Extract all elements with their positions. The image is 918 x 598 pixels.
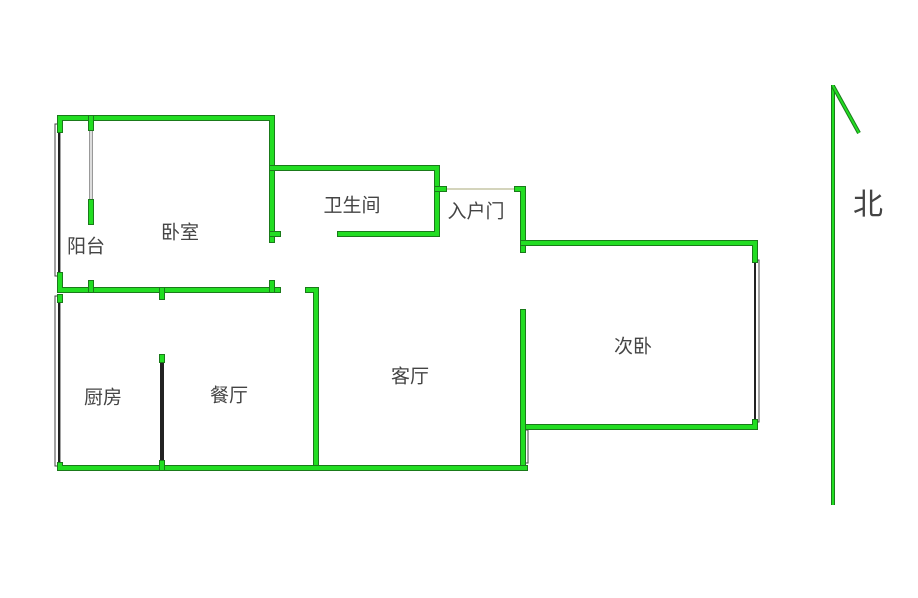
room-label-entrance: 入户门 xyxy=(447,201,504,223)
north-label: 北 xyxy=(853,188,883,223)
room-label-kitchen: 厨房 xyxy=(84,387,122,409)
wall-segment xyxy=(270,166,439,236)
wall-segment xyxy=(58,116,274,242)
room-label-dining-room: 餐厅 xyxy=(210,385,248,407)
room-label-living-room: 客厅 xyxy=(391,366,429,388)
room-label-bedroom: 卧室 xyxy=(161,222,199,244)
wall-segment xyxy=(58,463,527,470)
wall-segment xyxy=(306,288,318,470)
wall-segment xyxy=(520,240,758,263)
walls xyxy=(57,115,758,471)
room-label-second-bedroom: 次卧 xyxy=(614,336,652,358)
wall-segment xyxy=(521,420,757,429)
room-label-bathroom: 卫生间 xyxy=(323,195,380,217)
wall-segment xyxy=(521,241,757,262)
compass xyxy=(831,85,861,505)
wall-segment xyxy=(58,273,280,292)
room-label-balcony: 阳台 xyxy=(67,236,105,258)
wall-segment xyxy=(515,187,525,252)
